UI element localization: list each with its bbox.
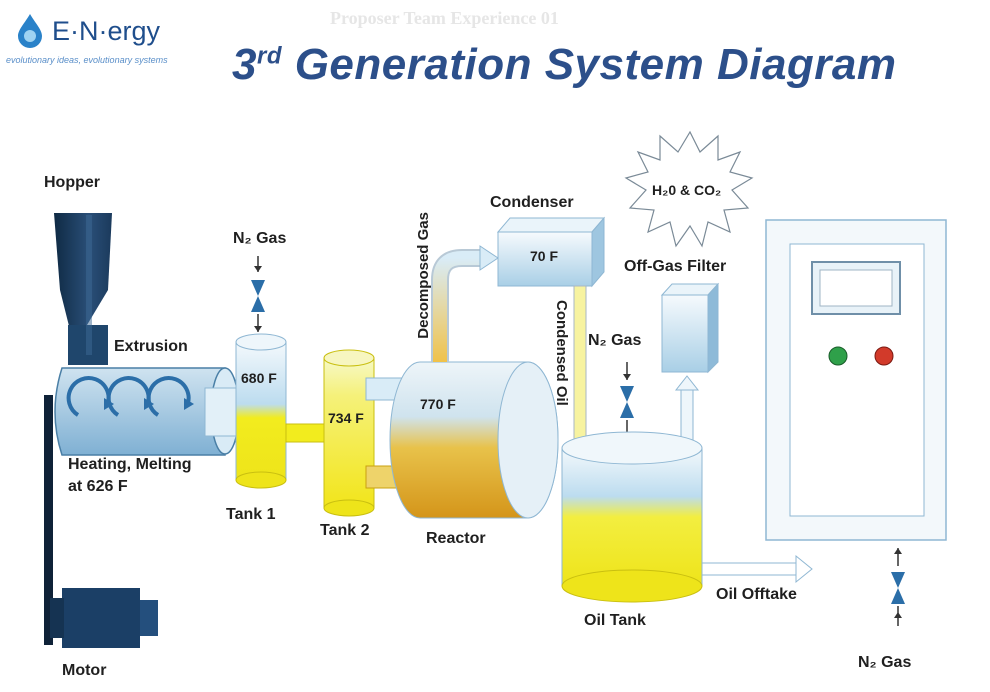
label-tank1: Tank 1: [226, 506, 276, 523]
label-condenser: Condenser: [490, 194, 574, 211]
condenser: [496, 216, 606, 288]
label-hopper: Hopper: [44, 174, 100, 191]
label-reactor: Reactor: [426, 530, 486, 547]
label-motor: Motor: [62, 662, 107, 679]
label-h2o-co2: H₂0 & CO₂: [652, 182, 722, 198]
title-rest: Generation System Diagram: [281, 40, 897, 89]
n2-valve-tank1-icon: [251, 256, 265, 332]
page-title: 3rd Generation System Diagram: [232, 40, 897, 90]
n2-valve-oiltank-icon: [620, 362, 634, 440]
hopper: [54, 213, 112, 365]
off-gas-burst-icon: [624, 130, 754, 248]
offgas-filter: [660, 282, 720, 374]
oil-offtake-arrow-icon: [701, 554, 813, 584]
reactor-temperature: 770 F: [420, 396, 456, 412]
condenser-temperature: 70 F: [530, 248, 559, 264]
faint-background-text: Proposer Team Experience 01: [330, 8, 559, 28]
label-oil-tank: Oil Tank: [584, 612, 646, 629]
control-panel: [765, 219, 947, 541]
green-led-icon: [828, 346, 848, 366]
label-tank2: Tank 2: [320, 522, 370, 539]
reactor: [389, 361, 559, 519]
title-superscript: rd: [256, 42, 282, 70]
tank1: [235, 333, 287, 489]
label-heating-line2: at 626 F: [68, 478, 128, 495]
motor-icon: [50, 588, 158, 648]
tank2: [323, 349, 375, 517]
tank2-temperature: 734 F: [328, 410, 364, 426]
label-n2-gas-tank1: N₂ Gas: [233, 230, 287, 247]
red-led-icon: [874, 346, 894, 366]
label-oil-offtake: Oil Offtake: [716, 586, 797, 603]
motor-shaft: [44, 395, 53, 645]
label-extrusion: Extrusion: [114, 338, 188, 355]
oil-tank: [561, 431, 703, 603]
logo-brand: E·N·ergy: [52, 16, 161, 46]
title-prefix: 3: [232, 40, 257, 89]
n2-valve-panel-icon: [891, 548, 905, 626]
logo-tagline: evolutionary ideas, evolutionary systems: [6, 55, 168, 65]
logo-drop-icon: [18, 14, 42, 48]
tank1-temperature: 680 F: [241, 370, 277, 386]
label-n2-gas-oiltank: N₂ Gas: [588, 332, 642, 349]
label-n2-gas-panel: N₂ Gas: [858, 654, 912, 671]
label-offgas-filter: Off-Gas Filter: [624, 258, 727, 275]
label-condensed-oil: Condensed Oil: [553, 300, 570, 406]
extruder: [54, 367, 252, 456]
label-heating-line1: Heating, Melting: [68, 456, 192, 473]
label-decomposed-gas: Decomposed Gas: [415, 212, 432, 339]
